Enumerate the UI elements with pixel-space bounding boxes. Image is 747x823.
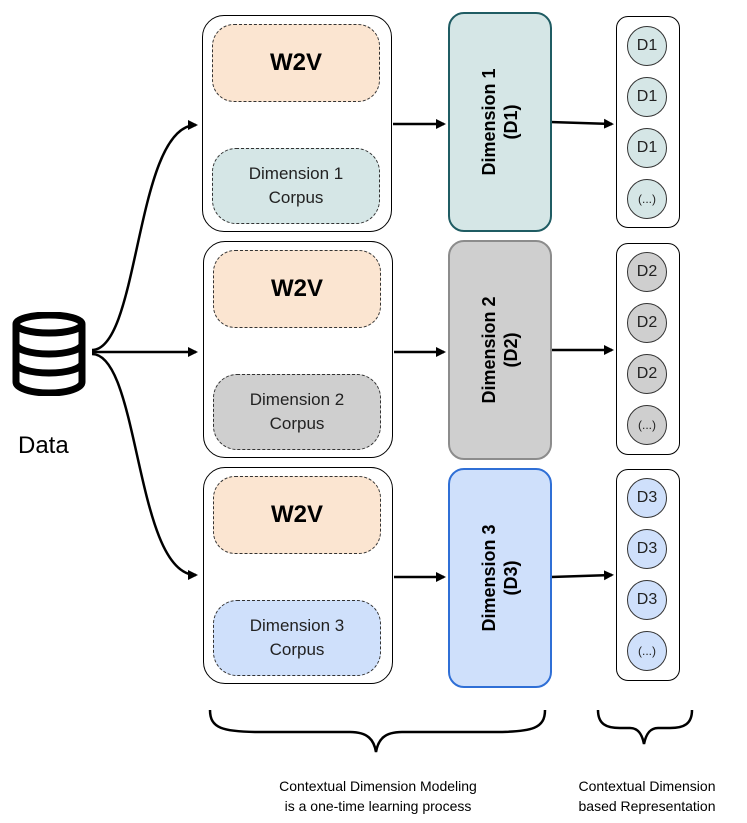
corpus-2-label: Dimension 2 Corpus [249,390,345,433]
representation-item: D3 [627,580,667,620]
w2v-model-1: W2V [212,24,380,102]
corpus-1-label: Dimension 1 Corpus [248,164,344,207]
representation-item: D1 [627,77,667,117]
dimension-2: Dimension 2 (D2) [448,240,552,460]
representation-item-more: (...) [627,631,667,671]
representation-item: D2 [627,252,667,292]
representation-item: D2 [627,303,667,343]
dimension-3: Dimension 3 (D3) [448,468,552,688]
arrow-data-to-block-3 [91,352,198,580]
corpus-3-label: Dimension 3 Corpus [249,616,345,659]
w2v-model-2: W2V [213,250,381,328]
caption-modeling: Contextual Dimension Modeling is a one-t… [279,778,477,814]
brace-modeling [208,709,547,753]
w2v-model-3: W2V [213,476,381,554]
caption-representation: Contextual Dimension based Representatio… [578,778,716,814]
dimension-1-label: Dimension 1 (D1) [479,68,521,176]
dimension-2-label: Dimension 2 (D2) [479,296,521,404]
representation-item: D1 [627,26,667,66]
corpus-1: Dimension 1 Corpus [212,148,380,224]
dimension-1: Dimension 1 (D1) [448,12,552,232]
representation-item: D1 [627,128,667,168]
representation-item: D2 [627,354,667,394]
corpus-2: Dimension 2 Corpus [213,374,381,450]
arrow-dimension-1-to-representation-1 [549,118,614,129]
arrow-dimension-3-to-representation-3 [550,570,614,581]
representation-item-more: (...) [627,405,667,445]
data-label: Data [18,432,69,459]
brace-representation [596,709,694,745]
representation-item: D3 [627,478,667,518]
arrow-data-to-block-1 [91,120,198,352]
representation-item: D3 [627,529,667,569]
corpus-3: Dimension 3 Corpus [213,600,381,676]
representation-item-more: (...) [627,179,667,219]
database-icon [12,312,86,396]
dimension-3-label: Dimension 3 (D3) [479,524,521,632]
